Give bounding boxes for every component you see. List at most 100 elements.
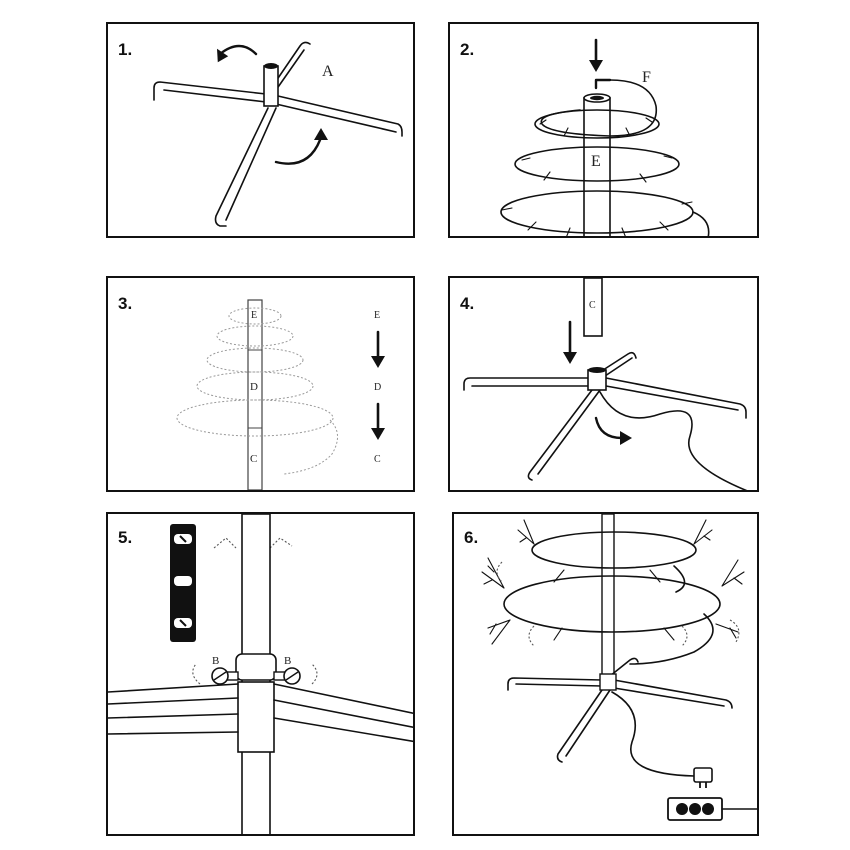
power-cord bbox=[599, 391, 748, 490]
plug-icon bbox=[693, 767, 713, 783]
stand-unfold-illustration: A bbox=[153, 41, 403, 227]
stand-leg bbox=[527, 389, 593, 481]
pole-stack bbox=[247, 299, 263, 490]
stand-leg bbox=[605, 385, 739, 411]
tighten-screws-illustration: B B bbox=[108, 514, 413, 834]
step-5-panel: 5. B B bbox=[106, 512, 415, 836]
down-arrow-icon bbox=[371, 428, 385, 440]
label-f: F bbox=[642, 69, 651, 86]
stand-leg bbox=[153, 81, 267, 101]
light-coil bbox=[534, 109, 660, 139]
stand-arm bbox=[108, 697, 239, 705]
light-wire bbox=[540, 79, 658, 137]
order-label-c: C bbox=[374, 454, 381, 465]
plug-icon bbox=[594, 78, 612, 90]
stand-leg bbox=[601, 357, 633, 379]
light-coil bbox=[514, 146, 680, 182]
rotate-arrow-icon bbox=[314, 128, 328, 140]
stand-hub bbox=[263, 65, 279, 107]
stand-leg bbox=[214, 107, 269, 227]
stand-arm bbox=[273, 683, 413, 714]
rotate-arrow-icon bbox=[192, 663, 201, 685]
rotate-arrow-icon bbox=[218, 44, 258, 56]
light-wire bbox=[692, 211, 710, 236]
stand-leg bbox=[273, 41, 311, 85]
order-label-e: E bbox=[374, 310, 380, 321]
tilt-arrow-icon bbox=[269, 537, 293, 549]
pole bbox=[601, 514, 615, 685]
stack-sections-illustration: E D C E D C bbox=[176, 299, 385, 490]
step-number: 3. bbox=[118, 294, 133, 313]
lights-section-illustration: F E bbox=[500, 38, 710, 236]
stand-leg bbox=[515, 683, 603, 687]
step-1-panel: 1. A bbox=[106, 22, 415, 238]
label-b-right: B bbox=[284, 655, 291, 667]
rotate-arrow-icon bbox=[496, 561, 503, 583]
stand-leg bbox=[613, 687, 725, 707]
stand-arm bbox=[108, 713, 239, 719]
step-2-panel: 2. F E bbox=[448, 22, 759, 238]
step-6-panel: 6. bbox=[452, 512, 759, 836]
label-c: C bbox=[589, 300, 596, 311]
step-number: 2. bbox=[460, 40, 475, 59]
rotate-arrow-icon bbox=[681, 625, 688, 647]
stand-leg bbox=[599, 351, 637, 373]
light-coil bbox=[206, 347, 304, 373]
stand-hub bbox=[599, 673, 617, 691]
rotate-arrow-icon bbox=[217, 48, 229, 63]
stand-leg bbox=[609, 657, 639, 677]
label-a: A bbox=[322, 63, 334, 80]
rotate-arrow-icon bbox=[594, 416, 624, 440]
stand-leg bbox=[163, 89, 267, 103]
light-coil bbox=[503, 575, 721, 633]
section-label-e: E bbox=[251, 310, 257, 321]
rotate-arrow-icon bbox=[729, 619, 740, 643]
stand-leg bbox=[613, 679, 733, 709]
step-number: 1. bbox=[118, 40, 133, 59]
pole-section-c bbox=[583, 278, 603, 337]
light-coil bbox=[531, 531, 697, 569]
power-cord bbox=[611, 691, 695, 777]
insert-pole-illustration: C bbox=[463, 278, 748, 490]
shape-branches-illustration bbox=[481, 514, 757, 821]
label-b-left: B bbox=[212, 655, 219, 667]
stand-leg bbox=[507, 677, 603, 691]
rotate-arrow-icon bbox=[311, 663, 318, 685]
light-wire bbox=[629, 613, 714, 665]
light-wire bbox=[673, 565, 686, 593]
stand-collar bbox=[235, 653, 277, 681]
stand-arm bbox=[108, 683, 239, 693]
step-number: 4. bbox=[460, 294, 475, 313]
section-label-c: C bbox=[250, 453, 257, 465]
stand-leg bbox=[565, 689, 611, 757]
down-arrow-icon bbox=[371, 356, 385, 368]
stand-arm bbox=[108, 731, 239, 735]
order-label-d: D bbox=[374, 382, 381, 393]
rotate-arrow-icon bbox=[620, 431, 632, 445]
rotate-arrow-icon bbox=[528, 625, 535, 647]
branch-tips bbox=[501, 117, 693, 236]
label-e: E bbox=[591, 153, 601, 170]
stand-arm bbox=[273, 717, 413, 743]
light-coil bbox=[216, 325, 294, 347]
stand-leg bbox=[463, 377, 591, 391]
light-coil bbox=[176, 399, 334, 437]
stand-arm bbox=[273, 699, 413, 729]
light-wire bbox=[283, 419, 338, 475]
step-number: 6. bbox=[464, 528, 479, 547]
tree-branches bbox=[481, 519, 745, 645]
stand-leg bbox=[537, 389, 601, 475]
step-3-panel: 3. E D C E D C bbox=[106, 276, 415, 492]
step-number: 5. bbox=[118, 528, 133, 547]
down-arrow-icon bbox=[589, 60, 603, 72]
stand-leg bbox=[225, 107, 277, 221]
stand-leg bbox=[275, 49, 305, 91]
rotate-arrow-icon bbox=[274, 138, 322, 165]
tilt-arrow-icon bbox=[213, 537, 237, 549]
stand-leg bbox=[277, 95, 403, 137]
step-4-panel: 4. C bbox=[448, 276, 759, 492]
stand-leg bbox=[275, 103, 397, 133]
stand-leg bbox=[556, 689, 603, 763]
down-arrow-icon bbox=[563, 352, 577, 364]
section-label-d: D bbox=[250, 381, 258, 393]
